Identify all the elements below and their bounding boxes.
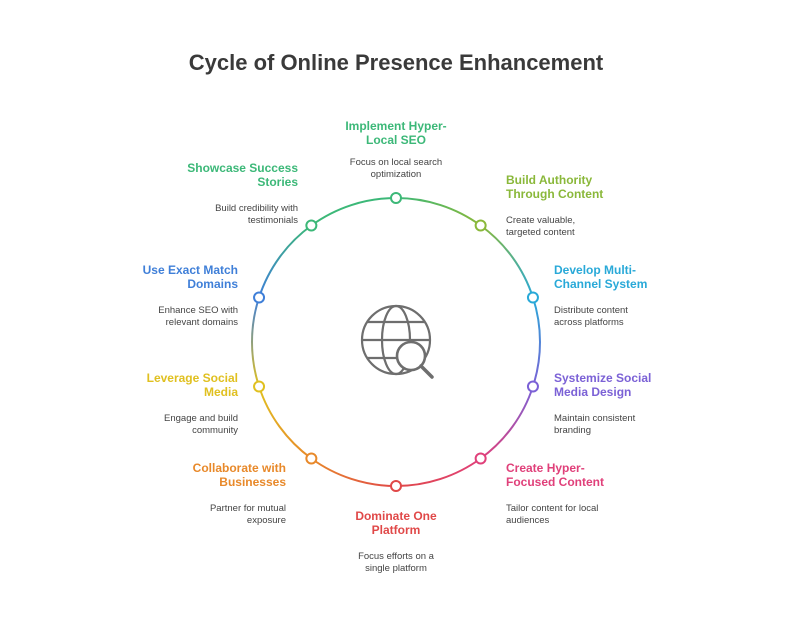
globe-search-icon [360,304,434,379]
diagram-title: Cycle of Online Presence Enhancement [188,50,604,75]
cycle-node [305,452,318,465]
cycle-arc [532,297,541,387]
step-heading: Create Hyper-Focused Content [506,461,604,489]
cycle-arc [395,457,482,487]
step-develop-multi-channel: Develop Multi-Channel System Distribute … [554,263,714,329]
step-description: Create valuable,targeted content [506,215,576,238]
cycle-node [526,291,539,304]
cycle-arc [310,197,397,227]
cycle-node [474,452,487,465]
step-implement-hyper-local-seo: Implement Hyper-Local SEO Focus on local… [316,119,476,181]
cycle-node [305,219,318,232]
cycle-node [253,291,266,304]
cycle-node [526,380,539,393]
step-heading: Implement Hyper-Local SEO [345,119,447,147]
step-heading: Develop Multi-Channel System [554,263,648,291]
cycle-arc [310,457,397,487]
cycle-arc [480,386,534,460]
cycle-node [253,380,266,393]
cycle-arc [258,386,312,460]
cycle-node [390,480,402,492]
cycle-node [390,192,402,204]
cycle-arc [395,197,482,227]
cycle-arc [258,224,312,298]
cycle-node [474,219,487,232]
cycle-arc [251,297,260,387]
step-create-hyper-focused-content: Create Hyper-Focused Content Tailor cont… [506,461,666,527]
cycle-arc [480,224,534,298]
